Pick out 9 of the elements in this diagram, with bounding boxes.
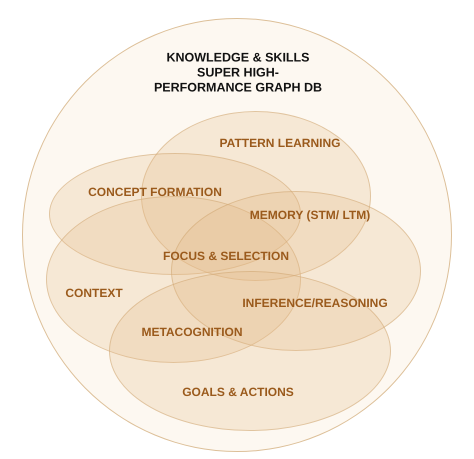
overlap-label: METACOGNITION [141, 325, 243, 339]
overlap-label: MEMORY (STM/ LTM) [250, 208, 370, 222]
overlap-label: FOCUS & SELECTION [163, 249, 289, 263]
region-label: CONTEXT [65, 286, 123, 300]
region-label: CONCEPT FORMATION [88, 185, 222, 199]
region-label: PATTERN LEARNING [220, 136, 340, 150]
region-label: INFERENCE/REASONING [242, 296, 388, 310]
title-text: KNOWLEDGE & SKILLS SUPER HIGH-PERFORMANCE GRAPH DB [152, 50, 324, 96]
region-label: GOALS & ACTIONS [182, 385, 294, 399]
